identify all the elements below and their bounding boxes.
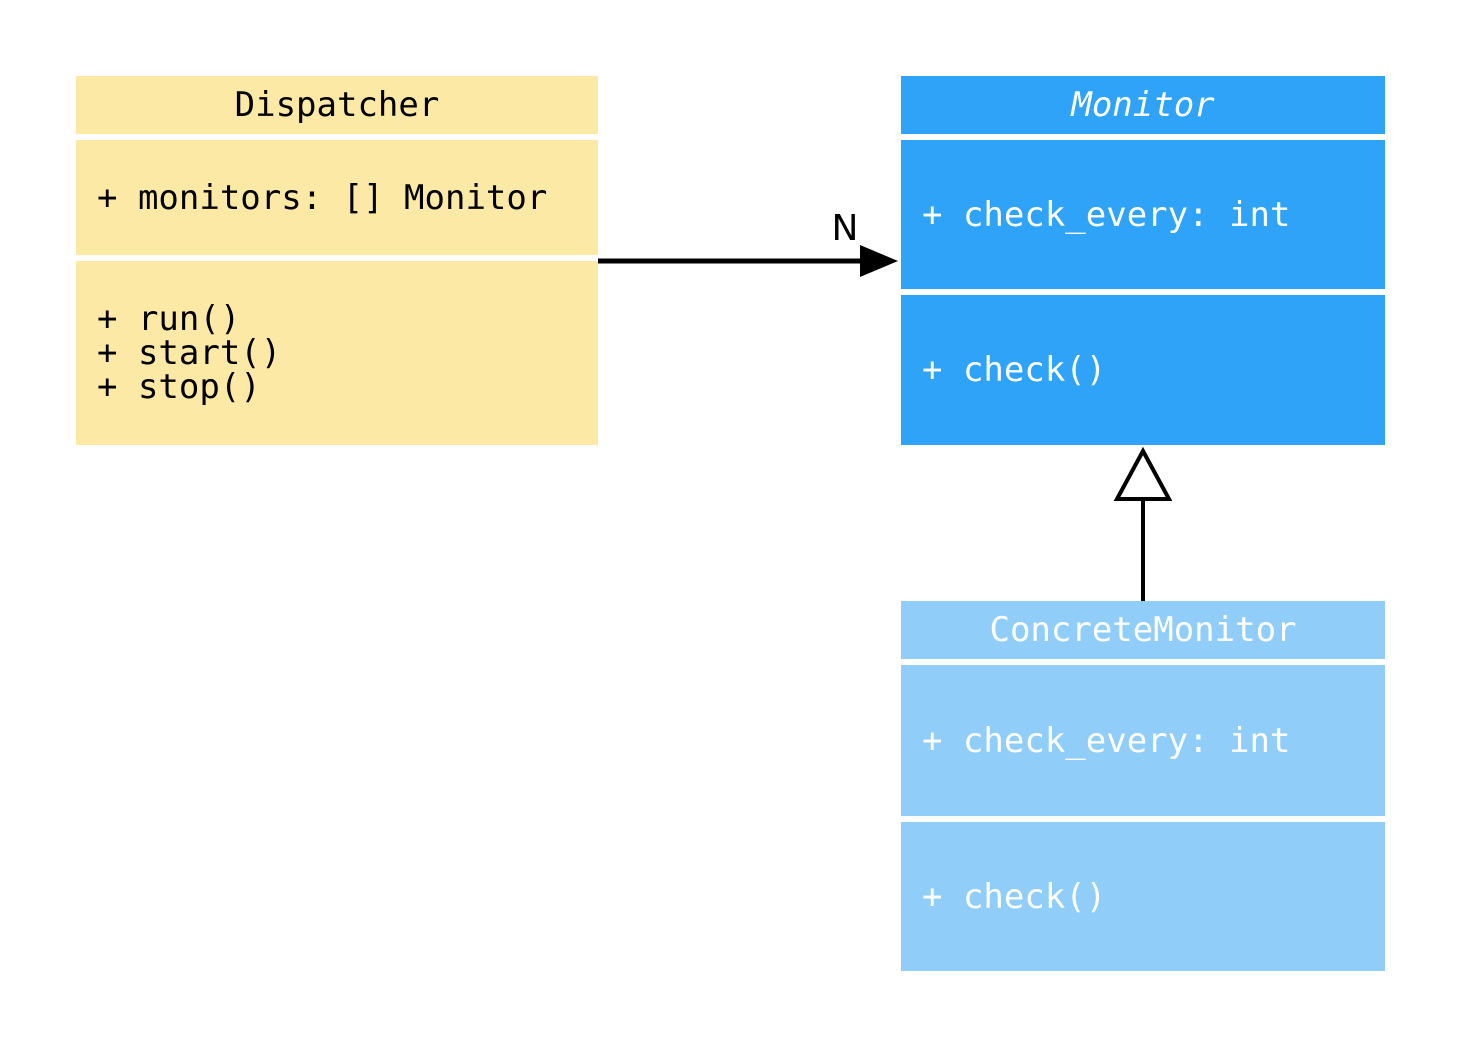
class-methods-dispatcher: + run() + start() + stop() bbox=[76, 261, 598, 445]
class-box-concrete-monitor: ConcreteMonitor + check_every: int + che… bbox=[901, 601, 1385, 971]
attribute-line: + monitors: [] Monitor bbox=[97, 177, 548, 218]
class-title-concrete-monitor: ConcreteMonitor bbox=[901, 601, 1385, 659]
class-methods-concrete-monitor: + check() bbox=[901, 822, 1385, 971]
class-box-dispatcher: Dispatcher + monitors: [] Monitor + run(… bbox=[76, 76, 598, 445]
method-line: + stop() bbox=[97, 367, 261, 407]
method-line: + check() bbox=[922, 350, 1107, 390]
class-methods-monitor: + check() bbox=[901, 295, 1385, 445]
method-line: + run() bbox=[97, 299, 241, 339]
class-title-dispatcher: Dispatcher bbox=[76, 76, 598, 134]
attribute-line: + check_every: int bbox=[922, 194, 1291, 235]
inheritance-triangle-icon bbox=[1113, 446, 1173, 501]
association-multiplicity-label: N bbox=[832, 208, 859, 249]
class-attributes-concrete-monitor: + check_every: int bbox=[901, 665, 1385, 816]
class-attributes-monitor: + check_every: int bbox=[901, 140, 1385, 289]
class-attributes-dispatcher: + monitors: [] Monitor bbox=[76, 140, 598, 255]
class-box-monitor: Monitor + check_every: int + check() bbox=[901, 76, 1385, 445]
class-title-monitor: Monitor bbox=[901, 76, 1385, 134]
attribute-line: + check_every: int bbox=[922, 720, 1291, 761]
association-arrowhead-icon bbox=[860, 245, 898, 277]
method-line: + check() bbox=[922, 876, 1107, 917]
method-line: + start() bbox=[97, 333, 282, 373]
